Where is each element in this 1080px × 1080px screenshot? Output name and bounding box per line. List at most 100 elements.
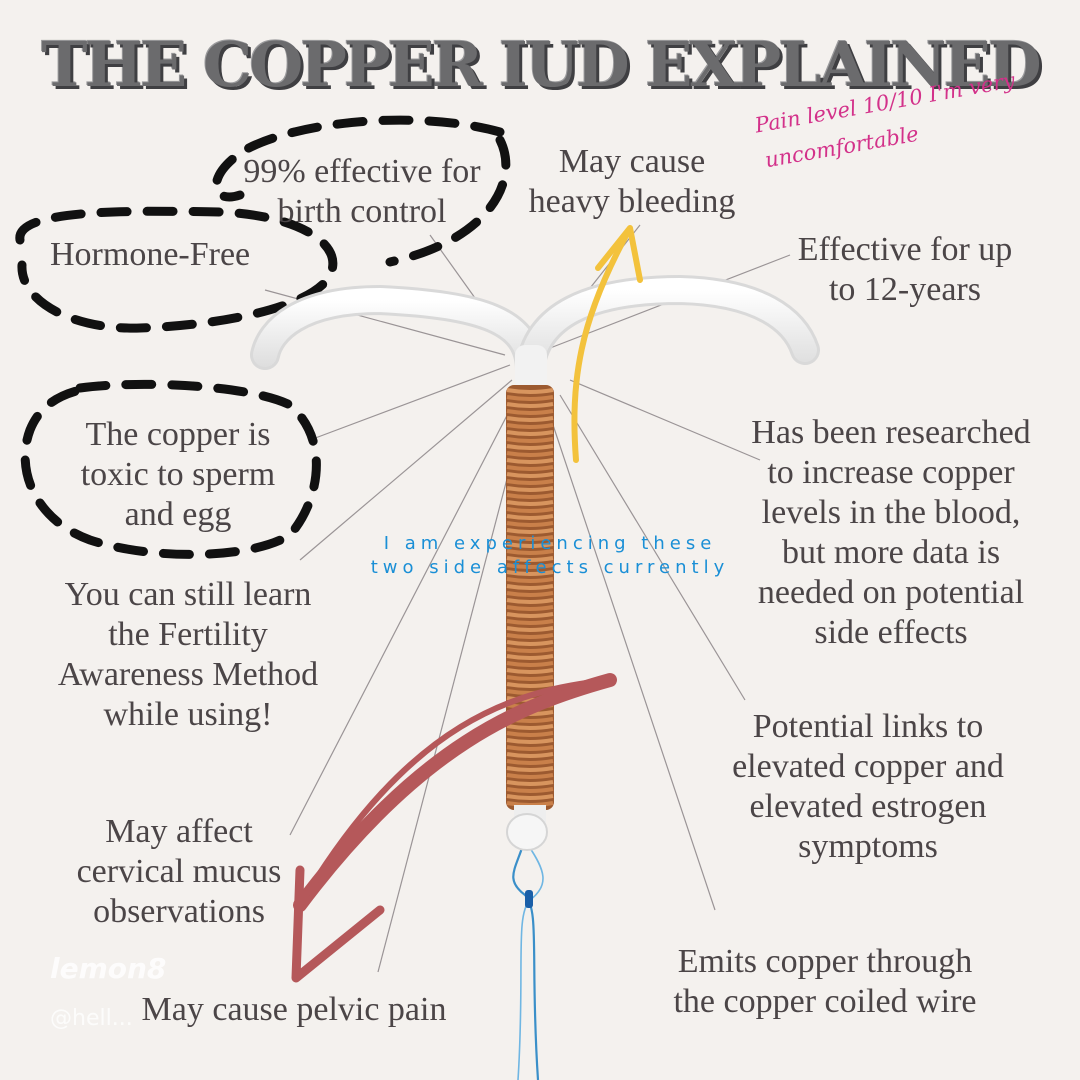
- coil-winding: [506, 612, 554, 618]
- label-line: to 12-years: [828, 271, 981, 308]
- label-line: the Fertility: [108, 616, 268, 653]
- coil-winding: [506, 535, 554, 541]
- coil-winding: [506, 787, 554, 793]
- coil-winding: [506, 675, 554, 681]
- label-line: elevated copper and: [732, 748, 1004, 785]
- label-line: while using!: [103, 696, 273, 733]
- coil-winding: [506, 395, 554, 401]
- label-line: 99% effective for: [243, 153, 481, 190]
- label-fertility-awareness: You can still learn the Fertility Awaren…: [40, 575, 336, 735]
- label-line: birth control: [277, 193, 447, 230]
- coil-winding: [506, 423, 554, 429]
- label-cervical-mucus: May affect cervical mucus observations: [64, 812, 294, 932]
- label-line: cervical mucus: [76, 853, 282, 890]
- coil-winding: [506, 451, 554, 457]
- coil-winding: [506, 605, 554, 611]
- lemon8-watermark: lemon8: [50, 952, 167, 985]
- coil-winding: [506, 682, 554, 688]
- coil-winding: [506, 647, 554, 653]
- yellow-arrow: [571, 225, 643, 463]
- account-handle: @hell...: [50, 1006, 133, 1031]
- coil-winding: [506, 388, 554, 394]
- label-researched: Has been researched to increase copper l…: [736, 413, 1046, 653]
- side-effects-annotation: I am experiencing these two side affects…: [320, 532, 780, 580]
- label-line: toxic to sperm: [80, 456, 276, 493]
- coil-winding: [506, 570, 554, 576]
- leader-lines: [264, 224, 791, 973]
- coil-winding: [506, 444, 554, 450]
- coil-winding: [506, 563, 554, 569]
- annotation-line: two side affects currently: [370, 557, 730, 578]
- label-line: Effective for up: [797, 231, 1013, 268]
- label-line: observations: [93, 893, 265, 930]
- label-line: Has been researched: [751, 414, 1031, 451]
- coil-winding: [506, 591, 554, 597]
- label-line: to increase copper: [767, 454, 1015, 491]
- annotation-line: I am experiencing these: [383, 533, 717, 554]
- label-line: needed on potential: [757, 574, 1025, 611]
- coil-winding: [506, 661, 554, 667]
- red-arrow: [291, 673, 617, 983]
- coil-winding: [506, 542, 554, 548]
- copper-coil: [506, 385, 554, 810]
- coil-winding: [506, 437, 554, 443]
- label-emits-copper: Emits copper through the copper coiled w…: [660, 942, 990, 1022]
- coil-winding: [506, 731, 554, 737]
- coil-winding: [506, 759, 554, 765]
- coil-winding: [506, 577, 554, 583]
- coil-winding: [506, 479, 554, 485]
- coil-winding: [506, 626, 554, 632]
- coil-winding: [506, 514, 554, 520]
- page-title: THE COPPER IUD EXPLAINED: [41, 28, 1041, 101]
- label-hormone-free: Hormone-Free: [50, 235, 250, 275]
- coil-winding: [506, 500, 554, 506]
- coil-winding: [506, 654, 554, 660]
- coil-winding: [506, 465, 554, 471]
- coil-winding: [506, 402, 554, 408]
- iud-tip: [506, 805, 548, 851]
- coil-winding: [506, 668, 554, 674]
- label-line: May cause: [558, 143, 706, 180]
- coil-winding: [506, 507, 554, 513]
- coil-winding: [506, 486, 554, 492]
- coil-winding: [506, 528, 554, 534]
- label-line: but more data is: [781, 534, 1001, 571]
- label-line: The copper is: [85, 416, 271, 453]
- label-line: the copper coiled wire: [673, 983, 977, 1020]
- iud-arms: [250, 274, 820, 390]
- coil-winding: [506, 409, 554, 415]
- dashed-circles: [15, 115, 511, 559]
- coil-winding: [506, 472, 554, 478]
- label-line: Emits copper through: [677, 943, 973, 980]
- label-line: Potential links to: [752, 708, 984, 745]
- label-estrogen: Potential links to elevated copper and e…: [718, 707, 1018, 867]
- coil-winding: [506, 633, 554, 639]
- coil-winding: [506, 556, 554, 562]
- coil-winding: [506, 598, 554, 604]
- coil-winding: [506, 801, 554, 807]
- label-99-effective: 99% effective for birth control: [242, 152, 482, 232]
- coil-winding: [506, 549, 554, 555]
- coil-winding: [506, 430, 554, 436]
- label-line: side effects: [814, 614, 968, 651]
- label-line: levels in the blood,: [761, 494, 1021, 531]
- label-heavy-bleeding: May cause heavy bleeding: [524, 142, 740, 222]
- coil-winding: [506, 752, 554, 758]
- coil-winding: [506, 724, 554, 730]
- label-effective-12-years: Effective for up to 12-years: [790, 230, 1020, 310]
- label-line: elevated estrogen: [749, 788, 987, 825]
- label-line: Awareness Method: [57, 656, 319, 693]
- iud-string: [512, 844, 544, 1080]
- label-line: heavy bleeding: [528, 183, 736, 220]
- coil-winding: [506, 738, 554, 744]
- coil-winding: [506, 584, 554, 590]
- coil-winding: [506, 745, 554, 751]
- coil-winding: [506, 794, 554, 800]
- coil-winding: [506, 521, 554, 527]
- coil-winding: [506, 493, 554, 499]
- coil-winding: [506, 619, 554, 625]
- label-line: You can still learn: [64, 576, 312, 613]
- label-line: May affect: [105, 813, 253, 850]
